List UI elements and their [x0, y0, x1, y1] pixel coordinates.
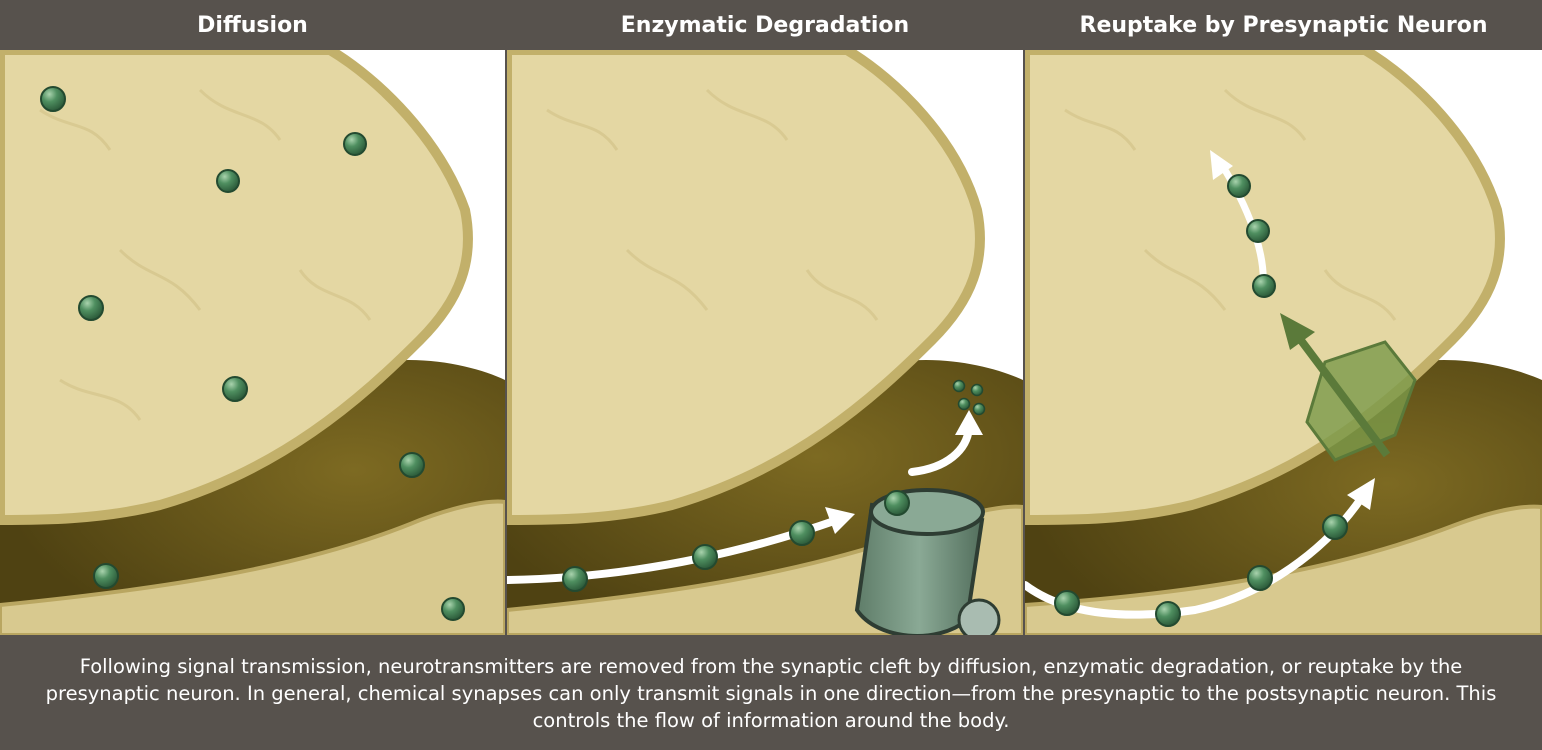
panel-title-reuptake: Reuptake by Presynaptic Neuron	[1079, 12, 1488, 38]
panel-diffusion	[0, 50, 505, 635]
panel-enzymatic-degradation	[507, 50, 1023, 635]
presynaptic-terminal	[0, 50, 473, 525]
degraded-fragments	[952, 379, 986, 416]
panel-title-diffusion: Diffusion	[197, 12, 308, 38]
panel-title-enzymatic-degradation: Enzymatic Degradation	[620, 12, 910, 38]
reuptake-arrow	[1293, 332, 1391, 458]
neurotransmitters	[1054, 174, 1348, 627]
reuptake-transporter	[1305, 340, 1417, 462]
caption-text: Following signal transmission, neurotran…	[45, 654, 1497, 732]
neurotransmitters	[40, 86, 465, 621]
caption: Following signal transmission, neurotran…	[0, 636, 1542, 750]
panel-reuptake	[1025, 50, 1542, 635]
neurotransmitters	[562, 490, 910, 592]
